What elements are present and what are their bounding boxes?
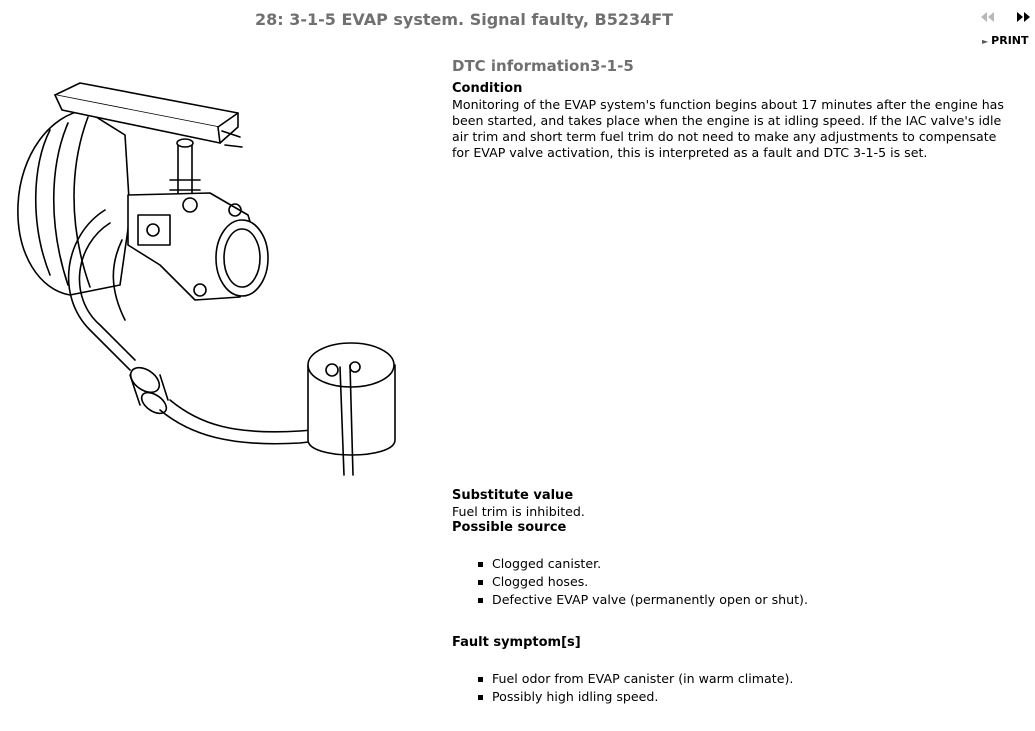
condition-line: air trim and short term fuel trim do not… — [452, 129, 997, 144]
source-list-section: Clogged canister. Clogged hoses. Defecti… — [452, 555, 1032, 609]
double-right-arrow-icon[interactable] — [1016, 11, 1032, 23]
evap-valve — [129, 366, 169, 415]
symptom-list-section: Fuel odor from EVAP canister (in warm cl… — [452, 670, 1032, 706]
section-title: DTC information3-1-5 — [452, 57, 634, 75]
print-label: PRINT — [991, 34, 1029, 47]
condition-line: for EVAP valve activation, this is inter… — [452, 145, 928, 160]
evap-system-illustration — [17, 82, 396, 476]
condition-line: Monitoring of the EVAP system's function… — [452, 97, 1004, 112]
source-heading: Possible source — [452, 520, 567, 535]
list-item: Clogged canister. — [452, 555, 1032, 573]
substitute-section: Substitute value Fuel trim is inhibited.… — [452, 488, 1032, 536]
symptom-heading: Fault symptom[s] — [452, 635, 581, 650]
page-title: 28: 3-1-5 EVAP system. Signal faulty, B5… — [255, 10, 674, 29]
evap-hose — [67, 209, 131, 371]
condition-heading: Condition — [452, 81, 523, 96]
print-button[interactable]: ►PRINT — [982, 34, 1029, 47]
double-left-arrow-icon[interactable] — [980, 11, 996, 23]
condition-line: been started, and takes place when the e… — [452, 113, 1002, 128]
small-arrow-icon: ► — [982, 37, 989, 46]
list-item: Clogged hoses. — [452, 573, 1032, 591]
list-item: Possibly high idling speed. — [452, 688, 1032, 706]
symptom-section: Fault symptom[s] — [452, 635, 1032, 651]
condition-section: Condition Monitoring of the EVAP system'… — [452, 81, 1032, 161]
substitute-heading: Substitute value — [452, 488, 574, 503]
substitute-text: Fuel trim is inhibited. — [452, 504, 585, 519]
symptom-list: Fuel odor from EVAP canister (in warm cl… — [452, 670, 1032, 706]
list-item: Fuel odor from EVAP canister (in warm cl… — [452, 670, 1032, 688]
source-list: Clogged canister. Clogged hoses. Defecti… — [452, 555, 1032, 609]
list-item: Defective EVAP valve (permanently open o… — [452, 591, 1032, 609]
evap-canister — [307, 342, 396, 476]
